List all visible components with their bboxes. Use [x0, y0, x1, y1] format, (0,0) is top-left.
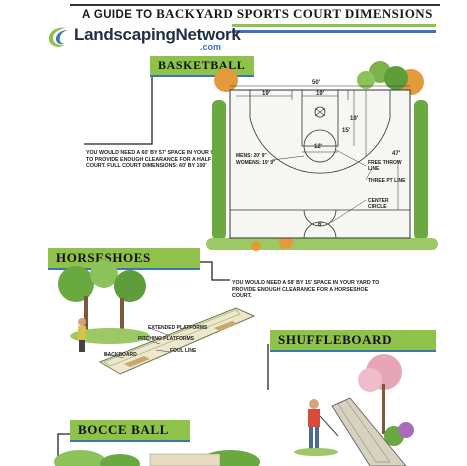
callout-extended-platforms: EXTENDED PLATFORMS	[148, 325, 208, 331]
horseshoes-description: YOU WOULD NEED A 58' BY 15' SPACE IN YOU…	[232, 280, 380, 300]
shuffleboard-label: SHUFFLEBOARD	[270, 330, 436, 352]
basketball-court-illustration	[206, 61, 438, 251]
horseshoe-court-illustration	[58, 260, 256, 375]
basketball-description: YOU WOULD NEED A 60' BY 57' SPACE IN YOU…	[86, 150, 225, 170]
callout-free-throw: FREE THROW LINE	[368, 160, 402, 172]
dim-mid-19: 19'	[316, 91, 325, 97]
dim-right-47: 47'	[392, 151, 401, 157]
dim-side-15: 15'	[342, 128, 351, 134]
dim-top-width: 50'	[312, 80, 321, 86]
bocce-label: BOCCE BALL	[70, 420, 190, 442]
dim-center-6: 6'	[318, 222, 323, 228]
callout-pitching-platforms: PITCHING PLATFORMS	[138, 336, 195, 342]
page-title-main: BACKYARD SPORTS COURT DIMENSIONS	[156, 6, 433, 21]
logo-wordmark[interactable]: LandscapingNetwork	[74, 25, 241, 44]
page-title: A GUIDE TO BACKYARD SPORTS COURT DIMENSI…	[82, 6, 442, 22]
header-blue-bar	[232, 30, 436, 33]
dim-left-19: 19'	[262, 91, 271, 97]
dim-key-12: 12'	[314, 144, 323, 150]
logo-suffix: .com	[200, 42, 222, 52]
shuffleboard-illustration	[294, 354, 414, 466]
callout-womens: WOMENS: 19' 9"	[236, 160, 276, 166]
callout-center-circle: CENTER CIRCLE	[368, 198, 389, 210]
callout-backboard: BACKBOARD	[104, 352, 137, 358]
bocce-illustration	[54, 450, 260, 466]
header-top-rule	[70, 4, 440, 6]
header-green-bar	[232, 24, 436, 27]
swoosh-logo-icon	[48, 27, 68, 47]
horseshoes-label: HORSESHOES	[48, 248, 200, 270]
callout-three-pt: THREE PT LINE	[368, 178, 406, 184]
callout-foul-line: FOUL LINE	[170, 348, 197, 354]
callout-mens: MENS: 20' 9"	[236, 153, 267, 159]
page-title-prefix: A GUIDE TO	[82, 9, 153, 21]
dim-right-19: 19'	[350, 116, 359, 122]
